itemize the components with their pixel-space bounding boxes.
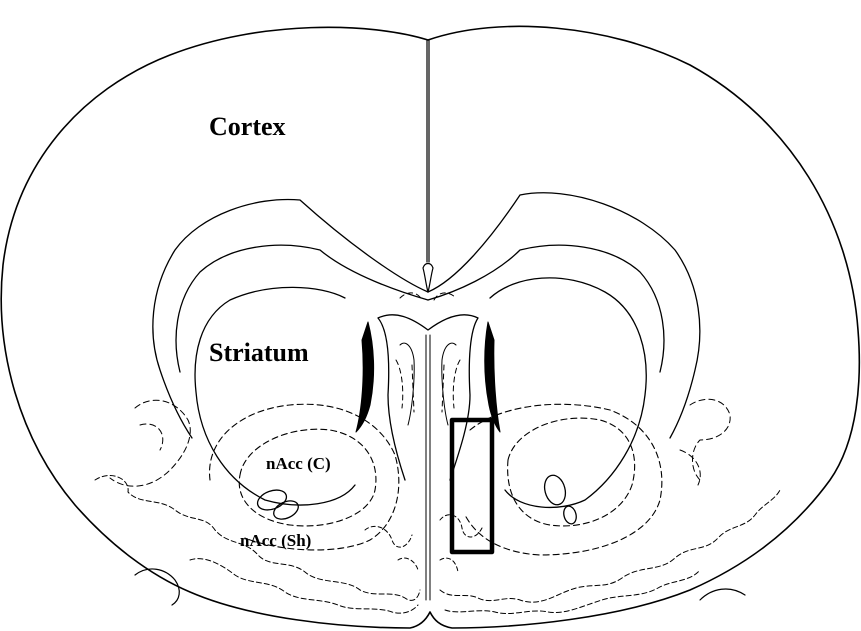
region-of-interest-box [452,420,492,552]
septum-outline [378,315,478,480]
capsule-right [428,245,664,372]
ventral-corner-right [700,589,745,600]
white-matter-left [153,199,428,438]
midline-septal-line [426,335,430,600]
striatum-right-outline [490,278,646,508]
septum-inner [400,343,456,425]
anterior-commissure-right-2 [562,505,578,525]
lateral-ventricle-left [356,322,374,432]
cortex-label: Cortex [209,114,286,140]
anterior-commissure-left-2 [271,497,301,522]
anterior-commissure-left [255,486,289,513]
ventral-dashed-right-2 [445,570,700,614]
midline-notch [423,264,433,293]
nacc-shell-label: nAcc (Sh) [240,532,311,549]
nacc-shell-left [210,404,399,550]
midline-fissure [427,40,429,262]
septal-nuclei-dashed [396,360,460,412]
nacc-shell-right [465,404,662,555]
lateral-region-right [680,399,730,485]
striatum-label: Striatum [209,340,309,366]
lateral-ventricle-right [485,322,500,432]
anterior-commissure-right [541,473,568,507]
medial-dashed-details [365,515,482,572]
nacc-core-label: nAcc (C) [266,455,331,472]
nacc-core-right [508,418,635,526]
nacc-core-left [239,429,376,526]
